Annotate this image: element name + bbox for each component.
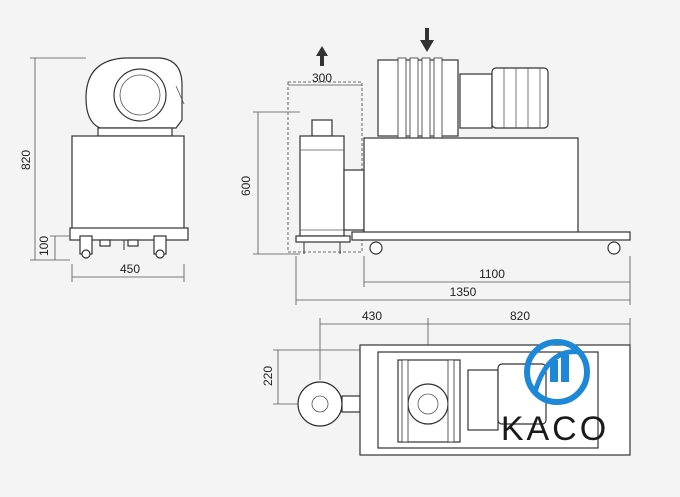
arrow-up-icon (316, 46, 328, 66)
arrow-down-icon (420, 28, 434, 52)
side-view (253, 28, 631, 305)
front-view (30, 57, 189, 282)
globe-icon (524, 339, 590, 405)
kaco-logo: KACO (501, 339, 609, 448)
dim-top-width: 220 (261, 366, 275, 386)
dim-front-width: 450 (120, 262, 140, 276)
dim-side-frame-length: 1100 (479, 267, 505, 281)
logo-text: KACO (501, 410, 609, 448)
dim-top-offset: 430 (362, 309, 382, 323)
dim-side-height: 600 (239, 176, 253, 196)
dim-side-top-clearance: 300 (312, 71, 332, 85)
dim-front-height: 820 (19, 150, 33, 170)
dim-top-motor-length: 820 (510, 309, 530, 323)
dim-side-total-length: 1350 (450, 285, 477, 299)
dim-front-foot: 100 (37, 236, 51, 256)
